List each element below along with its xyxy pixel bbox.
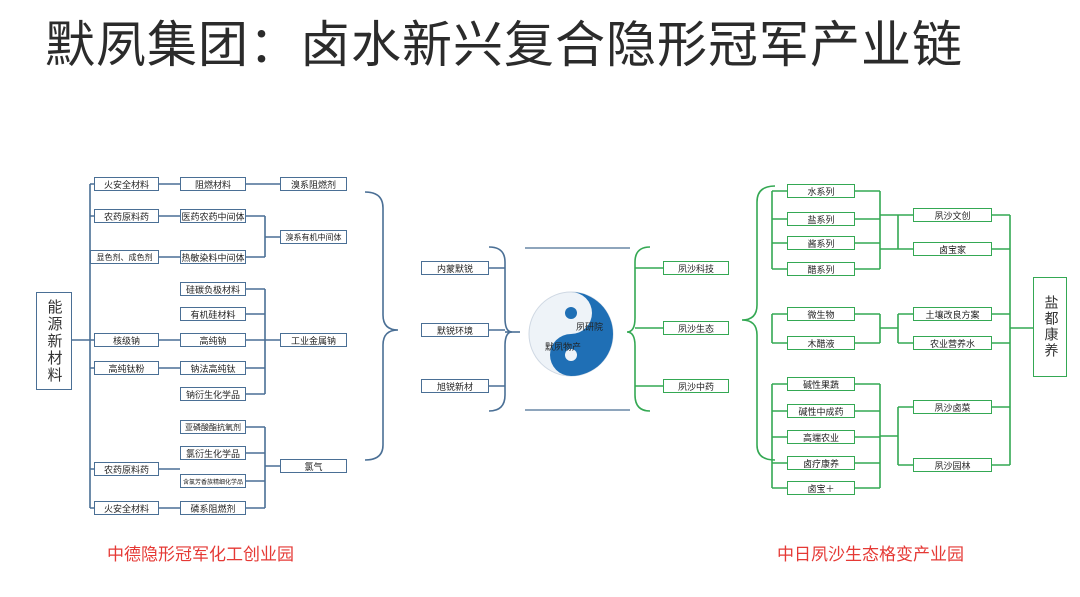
left-col3-item: 工业金属钠 [280,333,347,347]
left-col2-item: 高纯钠 [180,333,246,347]
left-col1-item: 火安全材料 [94,501,159,515]
right-col2-item: 卤宝家 [913,242,992,256]
right-col2-item: 夙沙卤菜 [913,400,992,414]
left-col3-item: 溴系阻燃剂 [280,177,347,191]
center-right-item: 夙沙生态 [663,321,729,335]
right-col1-item: 高端农业 [787,430,855,444]
center-right-item: 夙沙科技 [663,261,729,275]
yinyang-bottom-label: 默夙物产 [545,343,582,353]
right-col2-item: 农业营养水 [913,336,992,350]
left-col1-item: 农药原料药 [94,209,159,223]
yin-yang-symbol [528,291,614,377]
left-col2-item: 含氯芳香族精细化学品 [180,474,246,488]
right-col2-item: 夙沙园林 [913,458,992,472]
right-col2-item: 夙沙文创 [913,208,992,222]
right-col1-item: 酱系列 [787,236,855,250]
left-col2-item: 亚磷酸酯抗氧剂 [180,420,246,434]
page-title: 默夙集团：卤水新兴复合隐形冠军产业链 [45,16,963,74]
left-root-box: 能源新材料 [36,292,72,390]
left-col2-item: 有机硅材料 [180,307,246,321]
left-col1-item: 显色剂、成色剂 [90,250,159,264]
caption-right: 中日夙沙生态格变产业园 [777,545,964,565]
right-col1-item: 醋系列 [787,262,855,276]
left-col1-item: 火安全材料 [94,177,159,191]
left-col2-item: 钠衍生化学品 [180,387,246,401]
caption-left: 中德隐形冠军化工创业园 [107,545,294,565]
right-col1-item: 碱性果蔬 [787,377,855,391]
right-col1-item: 微生物 [787,307,855,321]
left-col2-item: 钠法高纯钛 [180,361,246,375]
left-col1-item: 高纯钛粉 [94,361,159,375]
center-right-item: 夙沙中药 [663,379,729,393]
center-left-item: 默锐环境 [421,323,489,337]
right-col1-item: 木醋液 [787,336,855,350]
right-col2-item: 土壤改良方案 [913,307,992,321]
right-col1-item: 卤宝＋ [787,481,855,495]
center-left-item: 旭锐新材 [421,379,489,393]
right-root-box: 盐都康养 [1033,277,1067,377]
left-col2-item: 磷系阻燃剂 [180,501,246,515]
left-col1-item: 农药原料药 [94,462,159,476]
left-col2-item: 硅碳负极材料 [180,282,246,296]
center-left-item: 内蒙默锐 [421,261,489,275]
right-col1-item: 卤疗康养 [787,456,855,470]
left-col2-item: 阻燃材料 [180,177,246,191]
left-col2-item: 氯衍生化学品 [180,446,246,460]
left-col2-item: 热敏染料中间体 [180,250,246,264]
left-col1-item: 核级钠 [94,333,159,347]
right-col1-item: 碱性中成药 [787,404,855,418]
right-col1-item: 水系列 [787,184,855,198]
yinyang-top-label: 夙研院 [576,323,604,333]
left-col3-item: 溴系有机中间体 [280,230,347,244]
left-col2-item: 医药农药中间体 [180,209,246,223]
right-col1-item: 盐系列 [787,212,855,226]
left-col3-item: 氯气 [280,459,347,473]
